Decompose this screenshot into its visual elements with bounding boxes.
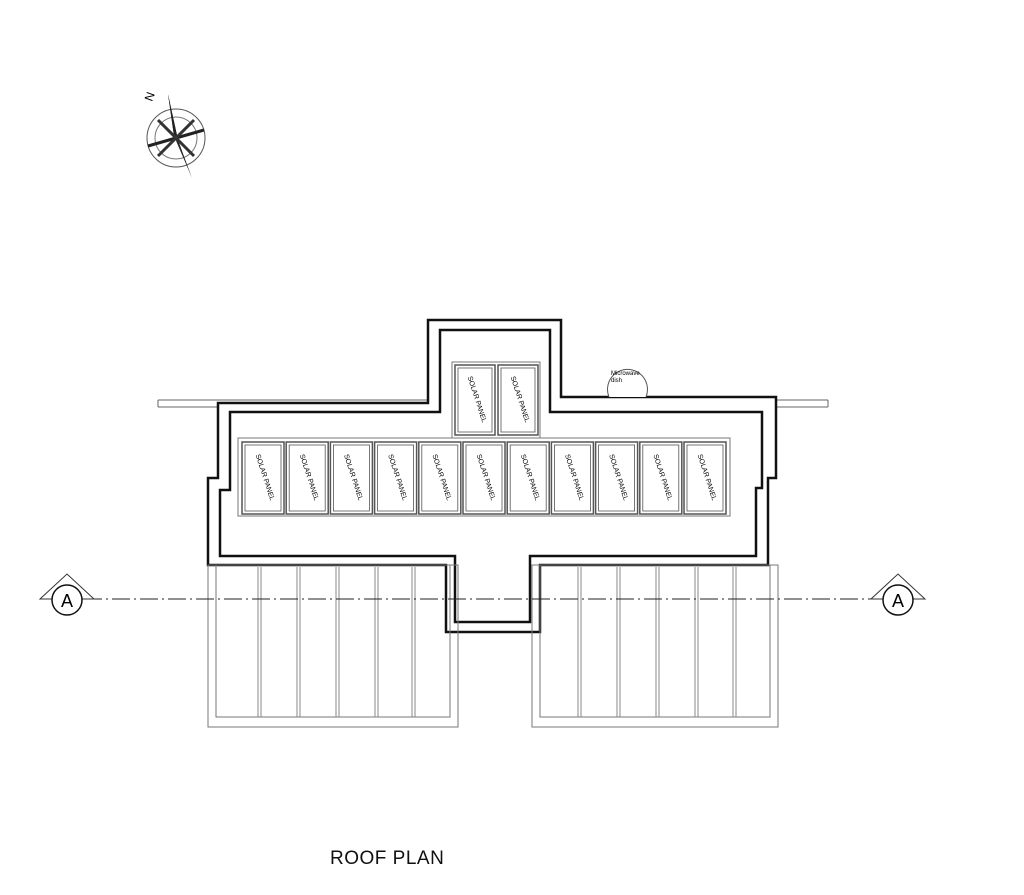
solar-panel: SOLAR PANEL xyxy=(639,441,683,515)
drawing-title: ROOF PLAN xyxy=(330,848,445,869)
upper-panel-frame xyxy=(451,361,541,439)
parapet-inner xyxy=(218,328,764,624)
section-marker-left: A xyxy=(38,573,96,616)
dish-label: dish xyxy=(611,378,622,384)
lower-roof-left xyxy=(207,564,459,728)
microwave-dish: Microwave dish xyxy=(607,368,648,398)
dish-label: Microwave xyxy=(611,371,640,377)
solar-panel: SOLAR PANEL xyxy=(594,441,639,515)
svg-text:A: A xyxy=(892,591,904,611)
solar-panel: SOLAR PANEL xyxy=(550,441,595,515)
section-marker-right: A xyxy=(869,573,927,616)
solar-panel: SOLAR PANEL xyxy=(418,441,462,515)
north-compass-icon: N xyxy=(142,90,206,178)
solar-panel: SOLAR PANEL xyxy=(329,441,374,515)
north-label: N xyxy=(142,90,158,103)
solar-panel: SOLAR PANEL xyxy=(462,441,506,515)
solar-panel: SOLAR PANEL xyxy=(506,441,550,515)
solar-panel: SOLAR PANEL xyxy=(683,441,727,515)
solar-panel: SOLAR PANEL xyxy=(373,441,418,515)
solar-panel: SOLAR PANEL xyxy=(454,364,496,436)
solar-panel: SOLAR PANEL xyxy=(285,441,329,515)
solar-panel: SOLAR PANEL xyxy=(497,364,539,436)
lower-roof-right xyxy=(531,564,779,728)
svg-text:A: A xyxy=(61,591,73,611)
solar-panel: SOLAR PANEL xyxy=(241,441,285,515)
